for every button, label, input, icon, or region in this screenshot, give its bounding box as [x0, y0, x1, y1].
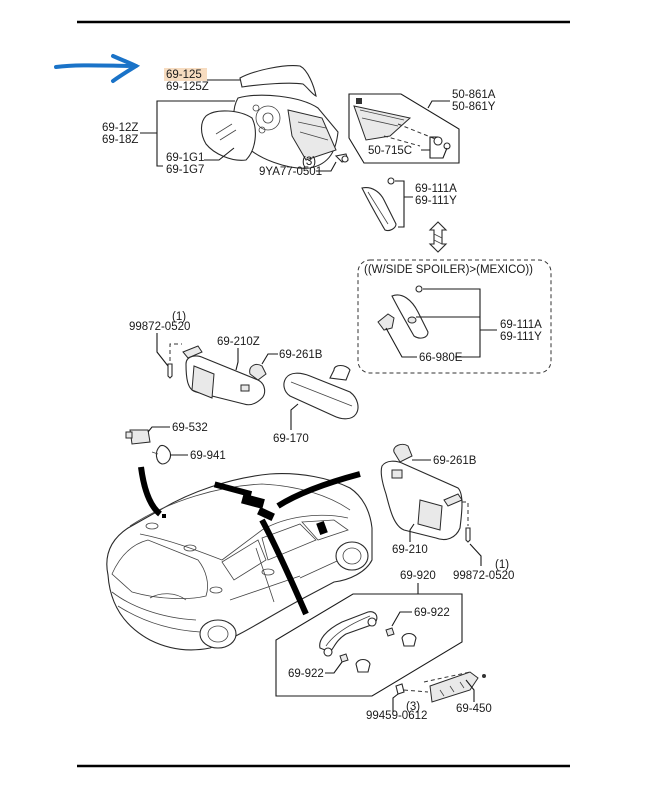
lamp-cover[interactable]	[155, 444, 172, 465]
sunvisor-right-group: 69-261B 69-210 (1) 99872-0520	[380, 443, 514, 582]
part-label-69-125z[interactable]: 69-125Z	[166, 81, 209, 93]
map-lamp[interactable]	[129, 429, 151, 445]
vanity-mirror	[191, 365, 215, 399]
rear-view-mirror[interactable]	[283, 372, 359, 420]
screw-qty: (1)	[172, 311, 186, 323]
mirror-cover[interactable]	[239, 65, 317, 97]
trim-clip	[387, 177, 395, 185]
part-label-69-922-top[interactable]: 69-922	[414, 607, 450, 619]
alternative-arrow-icon	[428, 221, 448, 253]
assist-grip-group: 69-920 69-922 69-922 (3) 99459-0612 69-4…	[275, 570, 492, 722]
part-label-69-920[interactable]: 69-920	[400, 570, 436, 582]
mirror-garnish-group: 50-861A 50-861Y 50-715C	[341, 89, 496, 164]
visor-holder-left[interactable]	[249, 363, 267, 381]
grip-screw[interactable]	[395, 683, 405, 695]
garnish-frame	[348, 93, 460, 164]
mirror-glass[interactable]	[200, 110, 256, 161]
screw-qty: (1)	[495, 559, 509, 571]
assist-grip[interactable]	[319, 611, 378, 653]
part-label-69-210z[interactable]: 69-210Z	[217, 336, 260, 348]
part-label-69-111a[interactable]: 69-111A	[415, 183, 457, 195]
visor-holder-right[interactable]	[393, 443, 413, 463]
pillar-trim-group: 69-111A 69-111Y	[361, 177, 457, 253]
grip-cap-top[interactable]	[401, 632, 417, 647]
screw-qty: (3)	[302, 156, 316, 168]
grip-cap-bottom[interactable]	[355, 658, 371, 673]
part-label-99459-0612[interactable]: 99459-0612	[366, 710, 427, 722]
garnish-clip[interactable]	[433, 136, 443, 146]
part-label-69-125[interactable]: 69-125	[166, 69, 202, 81]
part-label-99872-0520-right[interactable]: 99872-0520	[453, 570, 514, 582]
nut	[341, 155, 349, 163]
part-label-50-861a[interactable]: 50-861A	[452, 89, 496, 101]
part-label-69-1g7[interactable]: 69-1G7	[166, 164, 204, 176]
part-label-69-450[interactable]: 69-450	[456, 703, 492, 715]
variant-dashed-box	[357, 259, 552, 374]
highlight-box	[164, 68, 207, 81]
part-label-50-715c[interactable]: 50-715C	[368, 145, 412, 157]
grip-clip-bottom	[339, 653, 349, 663]
map-lamp-group: 69-532 69-941	[125, 422, 226, 465]
part-label-69-170[interactable]: 69-170	[273, 433, 309, 445]
annotation-arrow-icon	[54, 54, 141, 83]
vehicle-illustration	[106, 466, 373, 651]
part-label-69-532[interactable]: 69-532	[172, 422, 208, 434]
screw-qty: (3)	[406, 701, 420, 713]
spoiler-pillar-trim[interactable]	[391, 294, 429, 339]
part-label-69-210[interactable]: 69-210	[392, 544, 428, 556]
part-label-69-922-bottom[interactable]: 69-922	[288, 668, 324, 680]
part-label-9ya77-0501[interactable]: 9YA77-0501	[259, 166, 322, 178]
part-label-69-111y-spoiler[interactable]: 69-111Y	[500, 331, 542, 343]
vanity-mirror-right	[417, 499, 443, 531]
mirror-garnish[interactable]	[353, 105, 412, 141]
part-label-69-12z[interactable]: 69-12Z	[102, 122, 138, 134]
visor-bracket-right	[443, 493, 463, 507]
visor-screw-right[interactable]	[465, 527, 471, 543]
visor-screw[interactable]	[167, 363, 173, 379]
variant-condition: ((W/SIDE SPOILER)>(MEXICO))	[364, 264, 533, 276]
door-mirror-group: 69-125 69-125Z 69-12Z 69-18Z 69-1G1 69-1…	[102, 65, 349, 178]
grip-bracket[interactable]	[429, 671, 479, 703]
part-label-69-261b-left[interactable]: 69-261B	[279, 349, 323, 361]
part-label-69-1g1[interactable]: 69-1G1	[166, 152, 204, 164]
part-label-69-261b-right[interactable]: 69-261B	[433, 455, 477, 467]
assist-grip-frame	[275, 593, 463, 697]
part-label-69-111y[interactable]: 69-111Y	[415, 195, 457, 207]
sunvisor-left-group: (1) 99872-0520 69-210Z 69-261B	[129, 311, 323, 406]
visor-bracket	[182, 345, 203, 359]
part-label-66-980e[interactable]: 66-980E	[419, 352, 463, 364]
part-label-69-18z[interactable]: 69-18Z	[102, 134, 138, 146]
part-label-99872-0520-left[interactable]: 99872-0520	[129, 321, 190, 333]
spoiler-variant-group: ((W/SIDE SPOILER)>(MEXICO)) 69-111A 69-1…	[357, 259, 552, 374]
part-label-69-941[interactable]: 69-941	[190, 450, 226, 462]
spoiler-clip[interactable]	[377, 313, 395, 331]
part-label-50-861y[interactable]: 50-861Y	[452, 101, 496, 113]
mirror-mount	[329, 364, 351, 381]
part-label-69-111a-spoiler[interactable]: 69-111A	[500, 319, 542, 331]
rear-view-mirror-group: 69-170	[273, 364, 359, 445]
grip-clip-top	[385, 627, 395, 637]
